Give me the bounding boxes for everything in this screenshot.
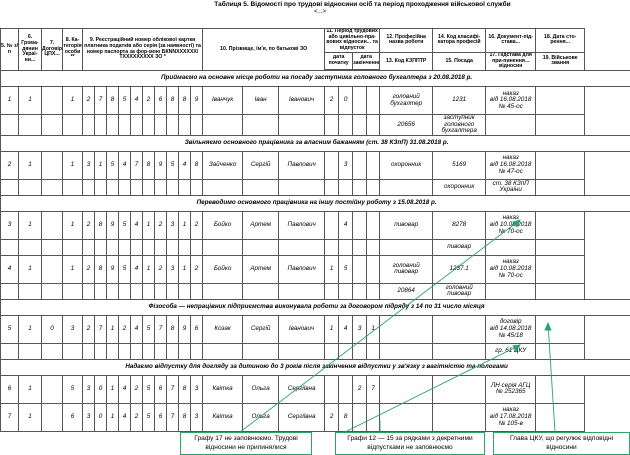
cell-surname: Козак — [202, 314, 244, 344]
table-row: 7163014256783КвіткаОльгаСергіївна28наказ… — [0, 402, 630, 432]
cell-creation-date — [535, 254, 586, 284]
cell-profession: головний бухгалтер — [379, 86, 434, 116]
cell-first-name: Сергій — [242, 150, 280, 180]
cell-kzpptr-code — [379, 402, 434, 432]
col-header-termination-basis: 17. Підстава для при-пинення... відносин — [485, 51, 537, 72]
cell-end-day-2 — [366, 402, 381, 432]
cell-patronymic: Іванович — [278, 86, 326, 116]
callout-columns-12-15: Графи 12 — 15 за рядками з декретними ві… — [335, 432, 485, 455]
col-header-kzpptr-code: 13. Код КЗППТР — [379, 51, 434, 72]
cell-profession: пивовар — [379, 210, 434, 240]
cell-patronymic: Сергіївна — [278, 374, 326, 404]
cell-creation-date — [535, 86, 586, 116]
cell-first-name: Ольга — [242, 374, 280, 404]
cell-end-day-2: 1 — [366, 314, 381, 344]
col-header-tax-number: 9. Реєстраційний номер облікової картки … — [81, 27, 204, 72]
cell-tax-digit: 2 — [130, 402, 143, 432]
cell-creation-date — [535, 402, 586, 432]
cell-tax-digit: 9 — [189, 86, 204, 116]
cell-category: 1 — [62, 86, 83, 116]
cell-creation-date — [535, 374, 586, 404]
arrow-head-1 — [512, 219, 521, 228]
col-header-profession: 12. Професійна назва роботи — [379, 28, 434, 53]
col-header-contract: 7. Договір ЦПХ... — [41, 27, 63, 72]
cell-surname: Зайченко — [202, 150, 244, 180]
col-header-military-rank: 19. Військове звання — [535, 51, 586, 72]
col-header-position: 15. Посада — [432, 51, 487, 72]
arrow-callout-2b — [344, 344, 521, 433]
cell-profession: охоронник — [379, 150, 434, 180]
cell-tax-digit: 8 — [189, 150, 204, 180]
cell-position — [432, 402, 487, 432]
cell-end-day-2 — [366, 86, 381, 116]
cell-tax-digit: 3 — [189, 402, 204, 432]
table-row: гр. 61 ЦКУ — [0, 342, 630, 360]
col-header-classifier-code: 14. Код класифі-катора професій — [432, 28, 487, 53]
cell-citizen: 1 — [18, 150, 42, 180]
cell-citizen: 1 — [18, 254, 42, 284]
cell-patronymic: Іванович — [278, 314, 326, 344]
col-header-citizen: 6. Грома-дянин Украї-ни... — [18, 27, 42, 72]
cell-surname: Квітка — [202, 402, 244, 432]
cell-profession: головний пивовар — [379, 254, 434, 284]
table-row: пивовар — [0, 238, 630, 256]
arrow-callout-1 — [239, 219, 521, 433]
col-header-document: 16. Документ-під-става... — [485, 28, 537, 53]
col-header-period: 11. Період трудових або цивільно-пра-вов… — [324, 28, 381, 53]
cell-tax-digit: 2 — [189, 254, 204, 284]
callout-civil-code: Глава ЦКУ, що регулює відповідні відноси… — [493, 432, 630, 455]
table-title: Таблиця 5. Відомості про трудові відноси… — [214, 1, 511, 8]
cell-creation-date — [535, 210, 586, 240]
col-header-full-name: 10. Прізвище, ім'я, по батькові ЗО — [202, 27, 326, 72]
cell-kzpptr-code — [379, 374, 434, 404]
cell-number: 1 — [0, 86, 19, 116]
callout-column-17: Графу 17 не заповнюємо. Трудові відносин… — [180, 432, 312, 455]
cell-patronymic: Павлович — [278, 150, 326, 180]
arrow-head-2 — [512, 344, 521, 352]
cell-patronymic: Сергіївна — [278, 402, 326, 432]
cell-citizen: 1 — [18, 210, 42, 240]
table-subtitle: <...> — [313, 9, 326, 15]
cell-citizen: 1 — [18, 314, 42, 344]
arrow-head-3 — [544, 321, 552, 331]
cell-start-day-2: 0 — [338, 86, 354, 116]
table-body: Приймаємо на основне місце роботи на пос… — [0, 70, 630, 432]
staff-table: 5. № з/п 6. Грома-дянин Украї-ни... 7. Д… — [0, 27, 630, 432]
arrow-callout-3 — [547, 322, 556, 433]
cell-patronymic: Павлович — [278, 210, 326, 240]
